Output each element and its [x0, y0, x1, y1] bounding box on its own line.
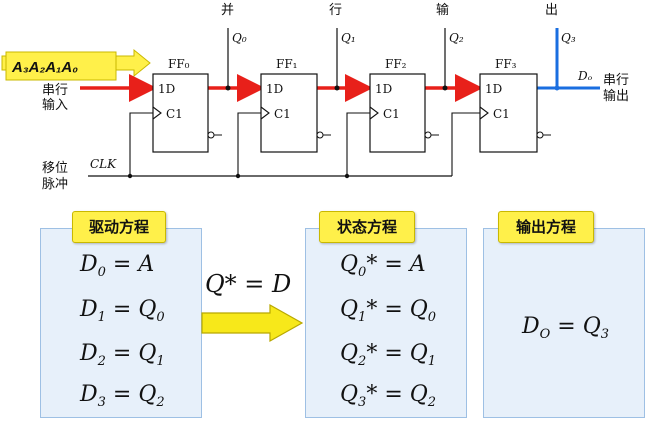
transfer-equation: Q* = D [205, 270, 292, 298]
ff2-c-pin: C1 [383, 107, 400, 121]
state-eq-0: Q0* = A [340, 252, 426, 280]
drive-eq-0: D0 = A [80, 252, 155, 280]
drive-equations-title: 驱动方程 [72, 211, 166, 243]
right-arrow-icon [201, 303, 304, 343]
parallel-char-4: 出 [545, 3, 558, 18]
drive-eq-1: D1 = Q0 [80, 297, 165, 325]
q1-label: Q₁ [341, 31, 356, 45]
clk-ff1 [237, 112, 261, 176]
shift-label-1: 移位 [42, 161, 68, 176]
flipflop-ff1: FF₁ 1D C1 [260, 57, 331, 153]
ff1-c-pin: C1 [274, 107, 291, 121]
clk-label: CLK [90, 157, 117, 171]
ff0-c-pin: C1 [166, 107, 183, 121]
input-bits: A₃A₂A₁A₀ [11, 59, 78, 76]
state-eq-3: Q3* = Q2 [340, 382, 437, 410]
flipflop-ff3: FF₃ 1D C1 [479, 57, 551, 153]
ff3-c-pin: C1 [493, 107, 510, 121]
shift-register-circuit: 并 行 输 出 Q₀ Q₁ Q₂ Q₃ A₃A₂A₁A₀ 串行 输入 Dₒ 串行… [1, 2, 629, 192]
state-equations-panel [305, 228, 467, 418]
output-eq: DO = Q3 [522, 314, 610, 342]
ff2-name: FF₂ [385, 57, 407, 71]
q1-junction [334, 85, 340, 91]
state-equations-title: 状态方程 [319, 211, 415, 243]
clk-ff0 [129, 112, 153, 176]
flipflop-ff0: FF₀ 1D C1 [152, 57, 222, 153]
serial-in-label-1: 串行 [42, 83, 68, 98]
ff1-d-pin: 1D [266, 82, 283, 96]
drive-eq-3: D3 = Q2 [80, 382, 165, 410]
shift-label-2: 脉冲 [42, 177, 68, 192]
ff0-d-pin: 1D [158, 82, 175, 96]
serial-in-label-2: 输入 [42, 97, 68, 113]
ff0-name: FF₀ [168, 57, 190, 71]
state-eq-1: Q1* = Q0 [340, 297, 437, 325]
ff2-d-pin: 1D [375, 82, 392, 96]
drive-equations-panel [40, 228, 202, 418]
q2-label: Q₂ [449, 31, 464, 45]
serial-out-label-1: 串行 [603, 73, 629, 88]
parallel-char-3: 输 [436, 2, 449, 18]
clk-ff2 [346, 112, 370, 176]
serial-out-name: Dₒ [577, 69, 593, 83]
serial-out-label-2: 输出 [603, 88, 629, 104]
ff1-name: FF₁ [276, 57, 297, 71]
q3-junction [554, 85, 560, 91]
ff3-name: FF₃ [495, 57, 517, 71]
parallel-char-1: 并 [221, 3, 234, 18]
q3-label: Q₃ [561, 31, 576, 45]
ff3-d-pin: 1D [485, 82, 502, 96]
drive-eq-2: D2 = Q1 [80, 341, 165, 369]
q0-junction [225, 85, 231, 91]
input-bits-box [5, 51, 117, 81]
output-equation-panel [483, 228, 645, 418]
clk-ff3 [451, 112, 480, 176]
flipflop-ff2: FF₂ 1D C1 [369, 57, 439, 153]
parallel-char-2: 行 [329, 3, 342, 18]
output-equation-title: 输出方程 [498, 211, 594, 243]
q0-label: Q₀ [232, 31, 247, 45]
state-eq-2: Q2* = Q1 [340, 341, 437, 369]
q2-junction [442, 85, 448, 91]
